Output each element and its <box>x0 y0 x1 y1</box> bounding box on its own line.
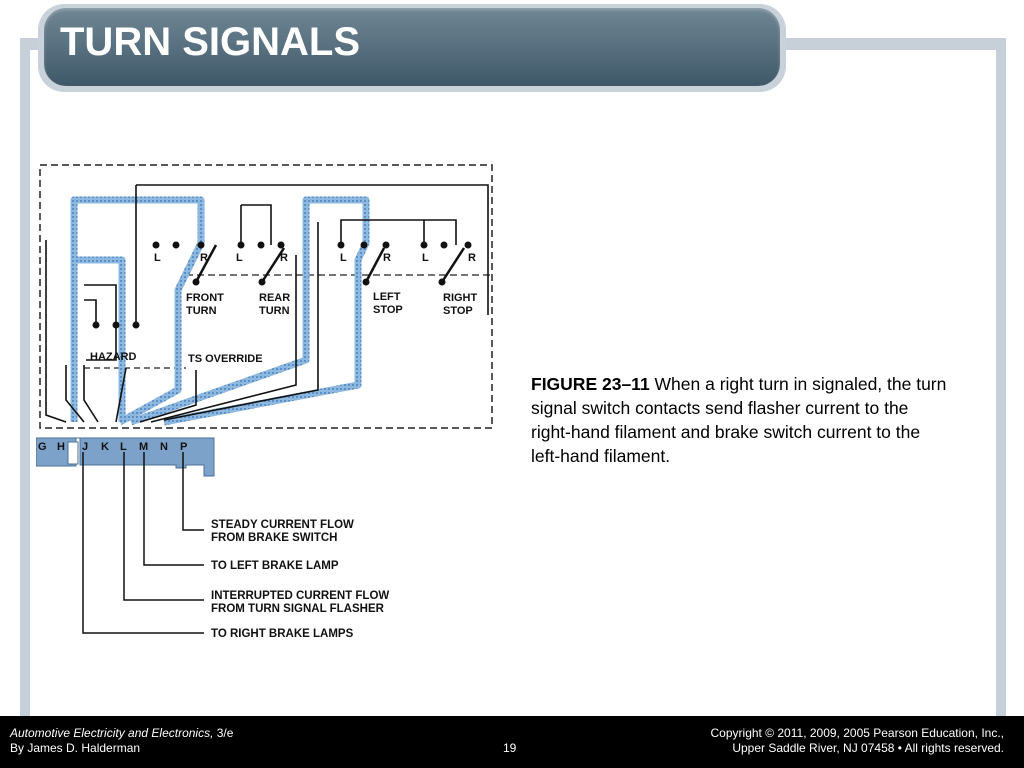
left-brake-lamp-label: TO LEFT BRAKE LAMP <box>211 560 339 572</box>
connector-pin-h: H <box>57 441 65 453</box>
right-brake-lamps-label: TO RIGHT BRAKE LAMPS <box>211 628 354 640</box>
footer-page-number: 19 <box>503 741 517 755</box>
connector-pin-k: K <box>101 441 109 453</box>
left-stop-label-2: STOP <box>373 304 403 316</box>
switch-label-r1: R <box>200 252 208 264</box>
footer-book-title-italic: Automotive Electricity and Electronics, <box>10 726 214 740</box>
figure-caption-text: When a right turn in signaled, the turn … <box>531 374 947 466</box>
right-stop-label-2: STOP <box>443 305 473 317</box>
hazard-label: HAZARD <box>90 351 136 363</box>
current-flow-paths <box>70 196 370 426</box>
left-stop-label-1: LEFT <box>373 291 401 303</box>
footer-copyright: Copyright © 2011, 2009, 2005 Pearson Edu… <box>710 726 1004 740</box>
front-turn-label-2: TURN <box>186 305 217 317</box>
switch-blades <box>194 244 466 283</box>
title-bar <box>38 4 786 92</box>
switch-enclosure <box>39 164 493 429</box>
connector-pin-p: P <box>180 441 187 453</box>
switch-label-l4: L <box>422 252 429 264</box>
switch-label-r2: R <box>280 252 288 264</box>
switch-contacts <box>92 241 472 329</box>
footer-address: Upper Saddle River, NJ 07458 • All right… <box>732 741 1004 755</box>
connector-pin-m: M <box>139 441 148 453</box>
interrupted-flow-label-1: INTERRUPTED CURRENT FLOW <box>211 590 389 602</box>
steady-flow-label-2: FROM BRAKE SWITCH <box>211 532 338 544</box>
output-leads <box>82 452 204 634</box>
slide-frame-left <box>20 38 30 718</box>
slide-footer: Automotive Electricity and Electronics, … <box>0 716 1024 768</box>
switch-label-l2: L <box>236 252 243 264</box>
rear-turn-label-2: TURN <box>259 305 290 317</box>
ts-override-label: TS OVERRIDE <box>188 353 263 365</box>
connector-block <box>36 437 215 477</box>
right-stop-label-1: RIGHT <box>443 292 478 304</box>
switch-label-r4: R <box>468 252 476 264</box>
footer-book-title: Automotive Electricity and Electronics, … <box>10 726 233 740</box>
connector-pin-j: J <box>82 441 88 453</box>
footer-author: By James D. Halderman <box>10 741 141 755</box>
figure-number: FIGURE 23–11 <box>531 374 650 394</box>
rear-turn-label-1: REAR <box>259 292 290 304</box>
wiring-diagram-svg: L R L R L R L R FRONT TURN REAR TURN LEF… <box>36 164 493 640</box>
slide-title: TURN SIGNALS <box>60 20 360 64</box>
title-bar-inner <box>44 8 780 86</box>
wiring-diagram: L R L R L R L R FRONT TURN REAR TURN LEF… <box>36 160 502 645</box>
connector-pin-l: L <box>120 441 127 453</box>
slide-frame-right <box>996 38 1006 718</box>
footer-edition: 3/e <box>213 726 234 740</box>
switch-label-r3: R <box>383 252 391 264</box>
connector-pin-n: N <box>160 441 168 453</box>
connector-latch <box>67 441 79 465</box>
steady-flow-label-1: STEADY CURRENT FLOW <box>211 519 354 531</box>
front-turn-label-1: FRONT <box>186 292 224 304</box>
switch-label-l3: L <box>340 252 347 264</box>
switch-label-l1: L <box>154 252 161 264</box>
switch-wiring <box>45 184 489 423</box>
interrupted-flow-label-2: FROM TURN SIGNAL FLASHER <box>211 603 385 615</box>
figure-caption: FIGURE 23–11 When a right turn in signal… <box>531 372 951 468</box>
connector-pin-g: G <box>38 441 47 453</box>
